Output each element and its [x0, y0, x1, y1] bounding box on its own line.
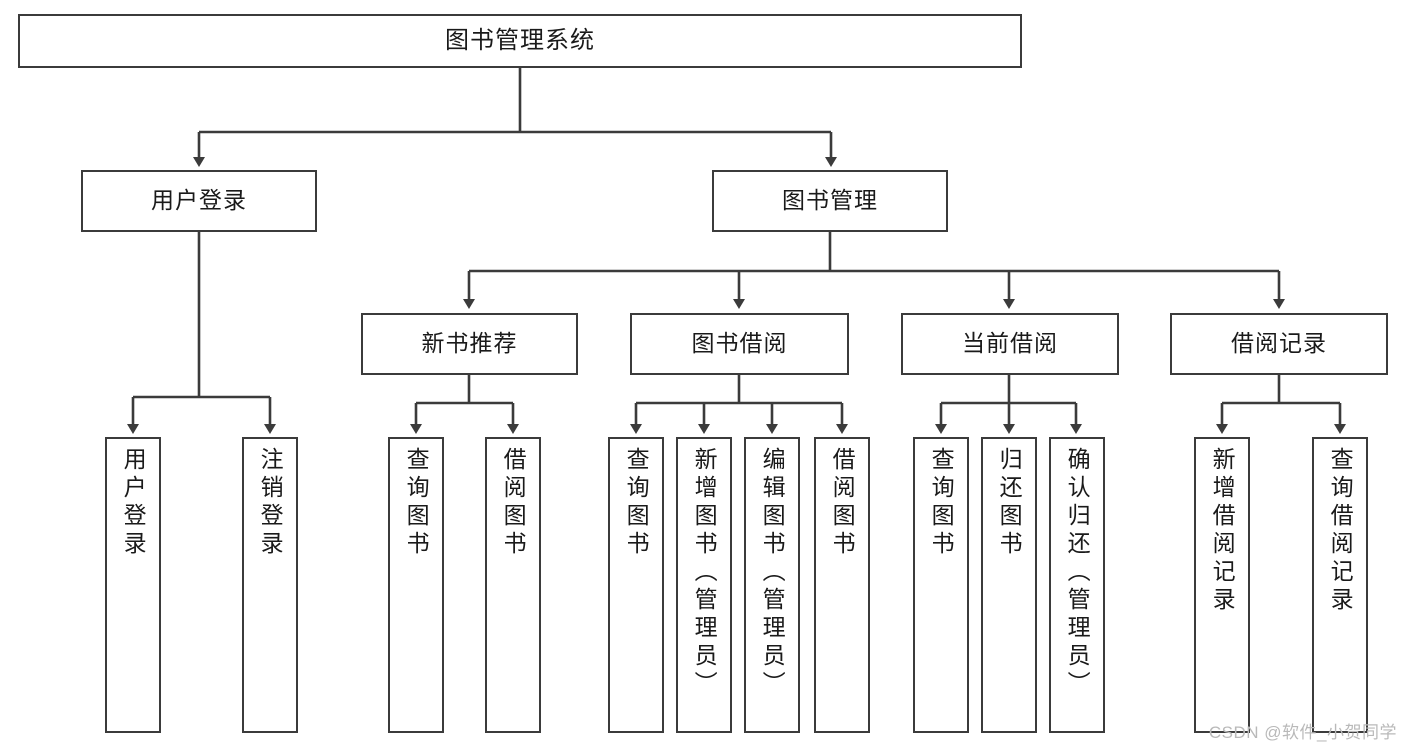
- node-user-login-label: 用户登录: [151, 187, 247, 214]
- leaf-add-record-label: 新增借阅记录: [1209, 447, 1236, 615]
- leaf-confirm-return[interactable]: 确认归还（管理员）: [1049, 437, 1105, 733]
- leaf-user-login-label: 用户登录: [120, 447, 147, 559]
- leaf-borrow-book-1-label: 借阅图书: [500, 447, 527, 559]
- node-root-label: 图书管理系统: [445, 26, 595, 54]
- leaf-return-book-label: 归还图书: [996, 447, 1023, 559]
- leaf-query-book-1[interactable]: 查询图书: [388, 437, 444, 733]
- node-current-borrow[interactable]: 当前借阅: [901, 313, 1119, 375]
- leaf-edit-book-label: 编辑图书（管理员）: [759, 447, 786, 699]
- leaf-query-book-2[interactable]: 查询图书: [608, 437, 664, 733]
- leaf-borrow-book-2-label: 借阅图书: [829, 447, 856, 559]
- node-current-borrow-label: 当前借阅: [962, 330, 1058, 357]
- node-user-login[interactable]: 用户登录: [81, 170, 317, 232]
- node-borrow-record[interactable]: 借阅记录: [1170, 313, 1388, 375]
- node-borrow-record-label: 借阅记录: [1231, 330, 1327, 357]
- leaf-query-record-label: 查询借阅记录: [1327, 447, 1354, 615]
- node-root[interactable]: 图书管理系统: [18, 14, 1022, 68]
- leaf-add-book[interactable]: 新增图书（管理员）: [676, 437, 732, 733]
- leaf-borrow-book-1[interactable]: 借阅图书: [485, 437, 541, 733]
- node-book-borrow-label: 图书借阅: [691, 330, 788, 357]
- leaf-return-book[interactable]: 归还图书: [981, 437, 1037, 733]
- leaf-edit-book[interactable]: 编辑图书（管理员）: [744, 437, 800, 733]
- leaf-query-book-3[interactable]: 查询图书: [913, 437, 969, 733]
- leaf-borrow-book-2[interactable]: 借阅图书: [814, 437, 870, 733]
- node-book-borrow[interactable]: 图书借阅: [630, 313, 849, 375]
- leaf-logout[interactable]: 注销登录: [242, 437, 298, 733]
- leaf-query-book-3-label: 查询图书: [928, 447, 955, 559]
- leaf-confirm-return-label: 确认归还（管理员）: [1064, 447, 1091, 699]
- leaf-add-record[interactable]: 新增借阅记录: [1194, 437, 1250, 733]
- node-book-manage[interactable]: 图书管理: [712, 170, 948, 232]
- watermark: CSDN @软件_小贺同学: [1208, 723, 1397, 742]
- leaf-query-book-1-label: 查询图书: [403, 447, 430, 559]
- leaf-query-record[interactable]: 查询借阅记录: [1312, 437, 1368, 733]
- leaf-add-book-label: 新增图书（管理员）: [691, 447, 718, 699]
- node-new-book-recommend[interactable]: 新书推荐: [361, 313, 578, 375]
- leaf-query-book-2-label: 查询图书: [623, 447, 650, 559]
- leaf-user-login[interactable]: 用户登录: [105, 437, 161, 733]
- leaf-logout-label: 注销登录: [257, 447, 284, 559]
- node-book-manage-label: 图书管理: [782, 187, 878, 214]
- node-new-book-recommend-label: 新书推荐: [421, 330, 518, 357]
